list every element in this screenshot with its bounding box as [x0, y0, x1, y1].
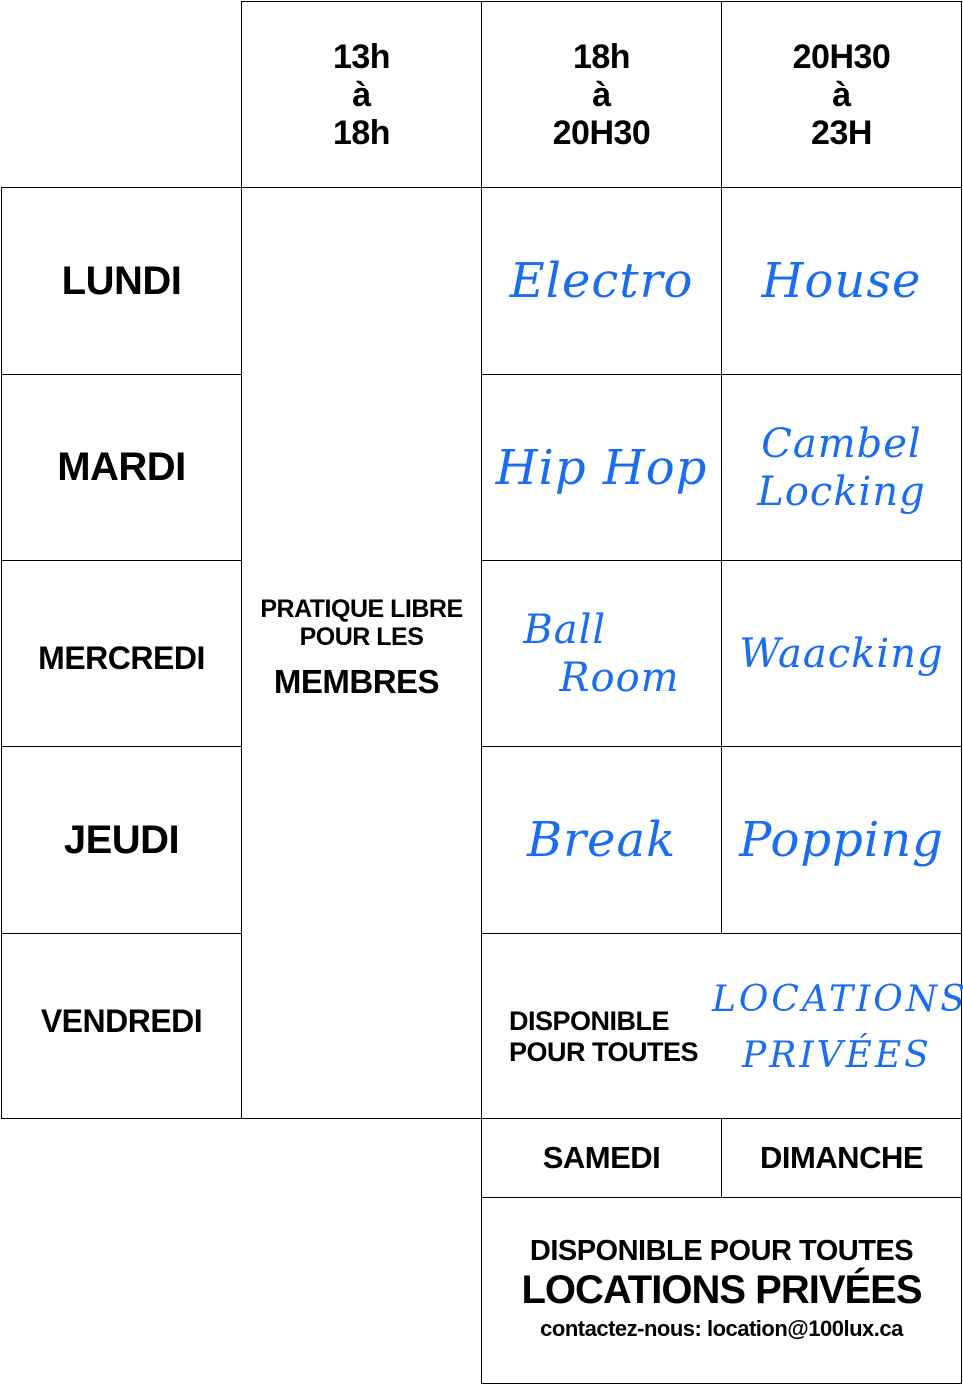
time-slot-2: 18h à 20H30: [481, 1, 722, 188]
open-practice-line1: PRATIQUE LIBRE: [260, 595, 463, 623]
class-jeudi-break: Break: [481, 746, 722, 934]
day-lundi-label: LUNDI: [61, 258, 182, 303]
open-practice-line3: MEMBRES: [273, 663, 440, 700]
day-dimanche-label: DIMANCHE: [759, 1140, 924, 1175]
class-mardi-hiphop: Hip Hop: [481, 374, 722, 561]
weekend-locations-line: LOCATIONS PRIVÉES: [521, 1267, 922, 1312]
class-waacking-label: Waacking: [739, 630, 944, 677]
day-mardi: MARDI: [1, 374, 242, 561]
class-mardi-locking: Cambel Locking: [721, 374, 962, 561]
time-slot-3-start: 20H30: [792, 37, 891, 76]
time-slot-1-sep: à: [352, 75, 371, 114]
open-practice-block: PRATIQUE LIBRE POUR LES MEMBRES: [241, 187, 482, 1119]
day-vendredi: VENDREDI: [1, 933, 242, 1119]
day-jeudi-label: JEUDI: [63, 817, 180, 862]
day-jeudi: JEUDI: [1, 746, 242, 934]
friday-available-line1: DISPONIBLE: [509, 1006, 670, 1036]
day-mercredi: MERCREDI: [1, 560, 242, 747]
class-electro-label: Electro: [509, 253, 694, 309]
class-hiphop-label: Hip Hop: [495, 439, 708, 496]
day-lundi: LUNDI: [1, 187, 242, 375]
time-slot-3: 20H30 à 23H: [721, 1, 962, 188]
day-vendredi-label: VENDREDI: [40, 1002, 203, 1039]
weekend-available-line: DISPONIBLE POUR TOUTES: [529, 1234, 914, 1267]
time-slot-2-start: 18h: [572, 37, 631, 76]
friday-script-locations: LOCATIONS: [712, 979, 963, 1020]
time-slot-1-start: 13h: [332, 37, 391, 76]
time-slot-1-end: 18h: [332, 113, 391, 152]
class-popping-label: Popping: [739, 812, 944, 868]
weekend-rentals: DISPONIBLE POUR TOUTES LOCATIONS PRIVÉES…: [481, 1197, 962, 1384]
time-slot-2-end: 20H30: [552, 113, 651, 152]
class-break-label: Break: [526, 812, 677, 868]
open-practice-line2: POUR LES: [299, 623, 424, 651]
time-slot-3-sep: à: [832, 75, 851, 114]
day-mardi-label: MARDI: [57, 445, 186, 489]
class-house-label: House: [761, 253, 922, 309]
day-dimanche: DIMANCHE: [721, 1118, 962, 1198]
class-mercredi-ballroom: Ball Room: [481, 560, 722, 747]
friday-evening-rentals: DISPONIBLE POUR TOUTES LOCATIONS PRIVÉES: [481, 933, 963, 1119]
time-slot-3-end: 23H: [811, 113, 872, 152]
class-cambel-label: Cambel: [761, 420, 922, 467]
time-slot-2-sep: à: [592, 75, 611, 114]
day-mercredi-label: MERCREDI: [38, 640, 205, 676]
class-room-label: Room: [559, 654, 680, 701]
class-ball-label: Ball: [523, 606, 607, 653]
class-locking-label: Locking: [757, 468, 926, 515]
class-jeudi-popping: Popping: [721, 746, 962, 934]
day-samedi: SAMEDI: [481, 1118, 722, 1198]
friday-available-line2: POUR TOUTES: [509, 1037, 699, 1067]
time-slot-1: 13h à 18h: [241, 1, 482, 188]
day-samedi-label: SAMEDI: [542, 1140, 661, 1175]
class-mercredi-waacking: Waacking: [721, 560, 962, 747]
friday-script-privees: PRIVÉES: [742, 1035, 932, 1076]
class-lundi-house: House: [721, 187, 962, 375]
class-lundi-electro: Electro: [481, 187, 722, 375]
contact-email: contactez-nous: location@100lux.ca: [540, 1315, 903, 1341]
